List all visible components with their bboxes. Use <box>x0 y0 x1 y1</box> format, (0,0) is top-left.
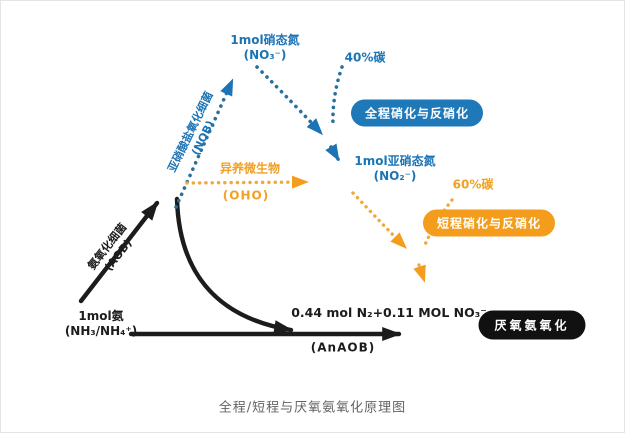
bottom-entry-dotted-arrow <box>413 263 426 283</box>
oho-abbr: (OHO) <box>222 188 270 203</box>
diagram-caption: 全程/短程与厌氧氨氧化原理图 <box>218 400 407 416</box>
nitrite-node-label: 1mol亚硝态氮 (NO₂⁻) <box>354 154 435 184</box>
short-process-badge: 短程硝化与反硝化 <box>422 209 556 237</box>
nitrate-formula: (NO₃⁻) <box>243 48 287 62</box>
aob-arrow <box>78 200 160 304</box>
blue-dotted-arrows <box>174 65 344 209</box>
orange-dotted-arrows <box>185 175 454 283</box>
anaob-curve-arrow <box>174 196 294 335</box>
nitrite-descending-dotted-arrow <box>351 191 408 250</box>
nitrate-to-nitrite-dotted-arrow <box>255 65 323 136</box>
oho-name: 异养微生物 <box>219 161 281 176</box>
carbon60-label: 60%碳 <box>452 177 494 192</box>
anammox-badge: 厌氧氨氧化 <box>478 310 586 340</box>
ammonia-formula: (NH₃/NH₄⁺) <box>64 324 138 338</box>
product-label: 0.44 mol N₂+0.11 MOL NO₃⁻ <box>291 305 487 321</box>
ammonia-node-label: 1mol氨 (NH₃/NH₄⁺) <box>65 309 137 339</box>
carbon40-dotted-line <box>331 65 344 127</box>
carbon60-dotted-line <box>422 198 454 249</box>
anaob-label: (AnAOB) <box>310 340 376 355</box>
carbon40-label: 40%碳 <box>344 50 386 65</box>
nitrite-formula: (NO₂⁻) <box>373 169 417 183</box>
nob-dotted-arrow <box>174 78 234 209</box>
black-solid-arrows <box>78 196 402 342</box>
nitrate-node-label: 1mol硝态氮 (NO₃⁻) <box>230 33 299 63</box>
full-process-badge: 全程硝化与反硝化 <box>350 99 484 127</box>
oho-dotted-arrow <box>185 175 309 189</box>
nitrate-line1: 1mol硝态氮 <box>230 33 300 47</box>
nitrite-line1: 1mol亚硝态氮 <box>354 154 436 168</box>
nitrite-entry-dotted-arrow <box>325 143 340 162</box>
ammonia-line1: 1mol氨 <box>78 309 124 323</box>
